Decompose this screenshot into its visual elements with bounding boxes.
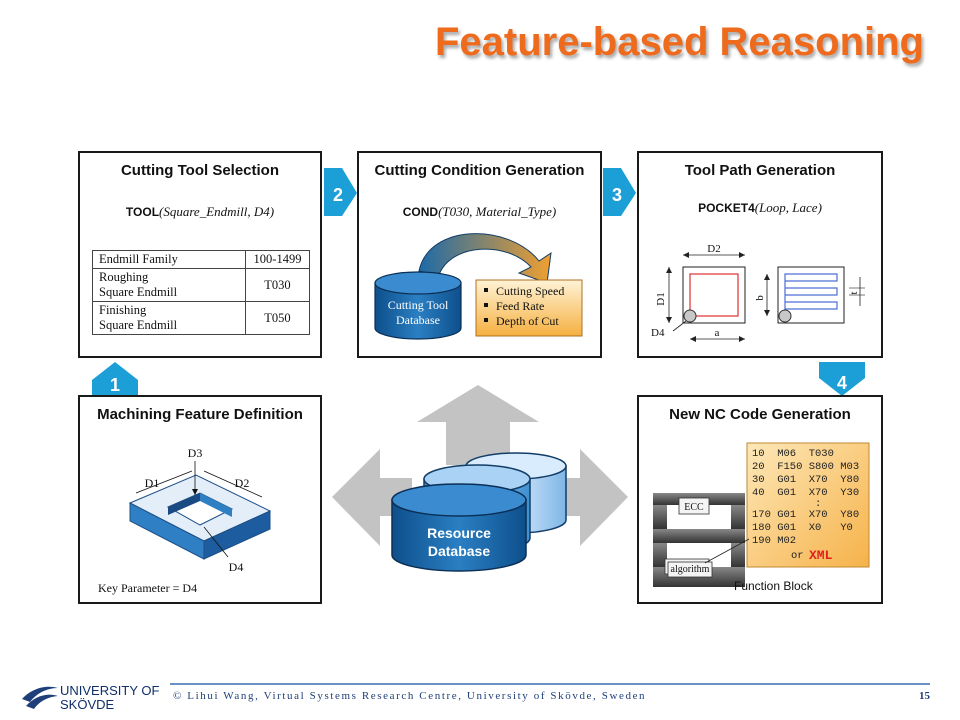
cond-func: COND: [402, 205, 439, 219]
panel-nc-code-generation: New NC Code Generation 10 M06 T030 20 F1…: [637, 395, 883, 604]
nc-code-line: 30 G01 X70 Y80: [752, 474, 859, 486]
nc-code-line: 20 F150 S800 M03: [752, 461, 859, 473]
label-d4: D4: [229, 560, 244, 574]
curved-arrow-icon: [418, 233, 552, 284]
panel-title: Cutting Tool Selection: [120, 162, 280, 179]
function-block-icon: [653, 493, 750, 587]
svg-text:2: 2: [333, 185, 343, 205]
table-cell-label: Roughing Square Endmill: [92, 268, 246, 302]
panel-cutting-condition-generation: Cutting Condition Generation COND(T030, …: [357, 151, 602, 358]
panel-machining-feature-definition: Machining Feature Definition D3 D1 D2 D4…: [78, 395, 322, 604]
nc-code-graphic: 10 M06 T030 20 F150 S800 M03 30 G01 X70 …: [653, 442, 870, 593]
table-row: Finishing Square Endmill T050: [92, 301, 310, 335]
nc-code-line: :: [752, 498, 821, 510]
svg-text:b: b: [754, 295, 766, 301]
list-item: Cutting Speed: [496, 284, 564, 298]
svg-text:D1: D1: [655, 292, 667, 305]
step-badge-2: 2: [324, 168, 357, 216]
svg-text:t: t: [848, 291, 860, 294]
table-cell-value: T050: [245, 301, 310, 335]
svg-text:D4: D4: [651, 327, 665, 339]
university-name-line2: SKÖVDE: [60, 697, 115, 712]
table-cell-label: Endmill Family: [92, 250, 246, 269]
resource-db-line2: Database: [428, 543, 490, 559]
cutting-condition-graphic: Cutting Tool Database Cutting Speed Feed…: [374, 233, 583, 340]
tool-func: TOOL: [125, 205, 160, 219]
panel-tool-path-generation: Tool Path Generation POCKET4(Loop, Lace)…: [637, 151, 883, 358]
nc-code-line: 170 G01 X70 Y80: [752, 509, 859, 521]
footer-credit: © Lihui Wang, Virtual Systems Research C…: [173, 690, 647, 702]
panel-title: Tool Path Generation: [684, 162, 836, 179]
tool-path-diagram: D2 D1 a b D4 t: [651, 243, 865, 342]
table-cell-value: 100-1499: [245, 250, 310, 269]
resource-db-line1: Resource: [427, 525, 491, 541]
svg-text:1: 1: [110, 375, 120, 395]
tool-table: Endmill Family 100-1499 Roughing Square …: [92, 250, 310, 335]
label-d1: D1: [145, 476, 160, 490]
label-d3: D3: [188, 446, 203, 460]
pocket-func: POCKET4: [698, 201, 755, 215]
or-text: or: [791, 550, 804, 562]
pocket-args: (Loop, Lace): [754, 200, 822, 215]
panel-cutting-tool-selection: Cutting Tool Selection TOOL(Square_Endmi…: [78, 151, 322, 358]
table-cell-label: Finishing Square Endmill: [92, 301, 246, 335]
panel-title: Machining Feature Definition: [97, 406, 303, 423]
function-block-label: Function Block: [734, 579, 814, 593]
svg-text:a: a: [715, 327, 720, 339]
nc-code-line: 40 G01 X70 Y30: [752, 487, 859, 499]
key-parameter: Key Parameter = D4: [98, 581, 197, 595]
resource-database-icon: [391, 452, 567, 572]
svg-text:D2: D2: [707, 243, 720, 255]
tool-formula: TOOL(Square_Endmill, D4): [80, 204, 320, 220]
cond-formula: COND(T030, Material_Type): [359, 204, 600, 220]
table-row: Endmill Family 100-1499: [92, 250, 310, 269]
cutting-params-box: [475, 279, 583, 337]
cutting-tool-db-line1: Cutting Tool: [388, 298, 449, 312]
tool-args: (Square_Endmill, D4): [159, 204, 275, 219]
panel-title: Cutting Condition Generation: [374, 162, 585, 179]
nc-code-line: 180 G01 X0 Y0: [752, 522, 853, 534]
step-badge-3: 3: [603, 168, 636, 216]
table-cell-value: T030: [245, 268, 310, 302]
step-badge-1: 1: [92, 362, 138, 396]
step-badge-4: 4: [819, 362, 865, 396]
table-row: Roughing Square Endmill T030: [92, 268, 310, 302]
nc-code-line: 190 M02: [752, 535, 796, 547]
pocket-formula: POCKET4(Loop, Lace): [639, 200, 881, 216]
xml-text: XML: [809, 548, 833, 563]
page-number: 15: [919, 690, 930, 702]
university-name-line1: UNIVERSITY OF: [60, 683, 160, 698]
algorithm-label: algorithm: [671, 564, 710, 575]
list-item: Depth of Cut: [496, 314, 559, 328]
pocket-feature-diagram: D3 D1 D2 D4 Key Parameter = D4: [98, 446, 272, 595]
ecc-label: ECC: [684, 502, 704, 513]
svg-text:3: 3: [612, 185, 622, 205]
cond-args: (T030, Material_Type): [438, 204, 557, 219]
nc-code-box: [746, 442, 870, 568]
slide-title: Feature-based Reasoning: [434, 20, 924, 64]
svg-text:4: 4: [837, 373, 847, 393]
cutting-tool-db-line2: Database: [396, 313, 440, 327]
cutting-tool-database-icon: [374, 271, 462, 340]
nc-code-line: 10 M06 T030: [752, 448, 834, 460]
panel-title: New NC Code Generation: [669, 406, 851, 423]
cross-arrows: [332, 385, 628, 546]
list-item: Feed Rate: [496, 299, 544, 313]
